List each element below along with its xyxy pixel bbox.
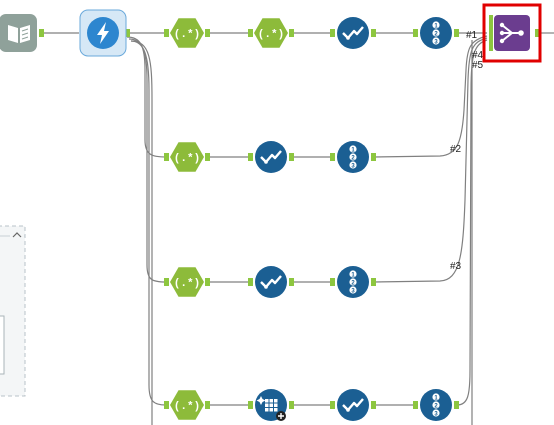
- svg-text:3: 3: [434, 39, 438, 45]
- regex-tool[interactable]: (.*): [164, 390, 210, 420]
- input-anchor[interactable]: [248, 401, 253, 409]
- output-anchor[interactable]: [205, 278, 210, 286]
- input-data-tool[interactable]: [0, 14, 44, 52]
- output-anchor[interactable]: [371, 278, 376, 286]
- record-id-tool[interactable]: 1 2 3: [413, 17, 459, 49]
- svg-text:3: 3: [351, 163, 355, 169]
- regex-glyph: (.*): [174, 278, 200, 290]
- side-panel: [0, 225, 26, 397]
- input-anchor[interactable]: [248, 278, 253, 286]
- svg-text:3: 3: [434, 411, 438, 417]
- output-anchor[interactable]: [289, 29, 294, 37]
- input-anchor[interactable]: [330, 278, 335, 286]
- regex-icon: [170, 18, 204, 48]
- connection-label: #2: [450, 144, 462, 155]
- select-tool[interactable]: [248, 266, 294, 298]
- output-anchor[interactable]: [125, 29, 130, 37]
- regex-icon: [254, 18, 288, 48]
- regex-tool[interactable]: (.*): [164, 18, 210, 48]
- output-anchor[interactable]: [371, 401, 376, 409]
- input-anchor[interactable]: [330, 153, 335, 161]
- regex-tool[interactable]: (.*): [248, 18, 294, 48]
- regex-tool[interactable]: (.*): [164, 142, 210, 172]
- chevron-up-icon[interactable]: [10, 228, 24, 240]
- output-anchor[interactable]: [289, 278, 294, 286]
- input-anchor[interactable]: [489, 15, 493, 51]
- connection-labels: #1 #4 #5 #2 #3: [450, 30, 484, 272]
- input-anchor[interactable]: [164, 278, 169, 286]
- output-anchor[interactable]: [205, 153, 210, 161]
- regex-glyph: (.*): [174, 153, 200, 165]
- output-anchor[interactable]: [371, 153, 376, 161]
- svg-text:3: 3: [351, 288, 355, 294]
- output-anchor[interactable]: [454, 401, 459, 409]
- svg-text:2: 2: [351, 280, 355, 286]
- output-anchor[interactable]: [289, 153, 294, 161]
- record-id-tool[interactable]: 1 2 3: [413, 389, 459, 421]
- output-anchor[interactable]: [535, 29, 540, 37]
- select-tool[interactable]: [330, 389, 376, 421]
- regex-glyph: (.*): [174, 401, 200, 413]
- regex-icon: [170, 142, 204, 172]
- regex-tool[interactable]: (.*): [164, 267, 210, 297]
- book-icon: [0, 14, 37, 52]
- output-anchor[interactable]: [39, 29, 44, 37]
- output-anchor[interactable]: [205, 29, 210, 37]
- input-anchor[interactable]: [248, 29, 253, 37]
- macro-input-tool[interactable]: [79, 9, 130, 57]
- svg-text:2: 2: [434, 31, 438, 37]
- output-anchor[interactable]: [205, 401, 210, 409]
- svg-text:2: 2: [434, 403, 438, 409]
- record-id-tool[interactable]: 1 2 3: [330, 266, 376, 298]
- input-anchor[interactable]: [248, 153, 253, 161]
- svg-text:1: 1: [351, 272, 355, 278]
- input-anchor[interactable]: [330, 29, 335, 37]
- input-anchor[interactable]: [413, 29, 418, 37]
- svg-text:2: 2: [351, 155, 355, 161]
- input-anchor[interactable]: [413, 401, 418, 409]
- svg-text:1: 1: [434, 23, 438, 29]
- input-anchor[interactable]: [164, 29, 169, 37]
- output-anchor[interactable]: [454, 29, 459, 37]
- connection-label: #3: [450, 261, 462, 272]
- svg-text:1: 1: [434, 395, 438, 401]
- union-tool[interactable]: [482, 3, 542, 63]
- record-id-tool[interactable]: 1 2 3: [330, 141, 376, 173]
- input-anchor[interactable]: [164, 401, 169, 409]
- select-tool[interactable]: [248, 141, 294, 173]
- connection-label: #1: [466, 30, 478, 41]
- input-anchor[interactable]: [164, 153, 169, 161]
- connection-label: #5: [472, 60, 484, 71]
- connection-label: #4: [472, 50, 484, 61]
- select-tool[interactable]: [330, 17, 376, 49]
- regex-glyph: (.*): [174, 29, 200, 41]
- regex-icon: [170, 390, 204, 420]
- output-anchor[interactable]: [289, 401, 294, 409]
- output-anchor[interactable]: [371, 29, 376, 37]
- selection-highlight-box: [482, 3, 542, 63]
- multi-field-formula-tool[interactable]: [248, 389, 294, 421]
- svg-text:1: 1: [351, 147, 355, 153]
- connection-wires: [43, 32, 554, 425]
- regex-icon: [170, 267, 204, 297]
- input-anchor[interactable]: [330, 401, 335, 409]
- regex-glyph: (.*): [258, 29, 284, 41]
